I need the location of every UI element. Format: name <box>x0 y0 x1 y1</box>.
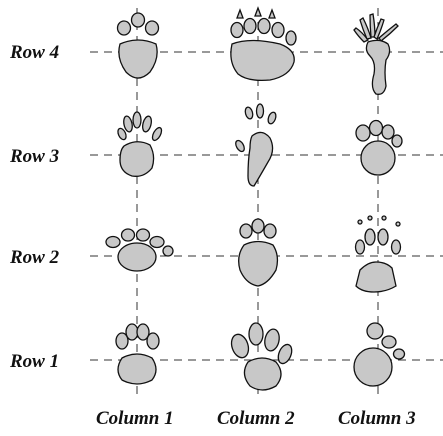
paw-print-row1-col3 <box>353 322 406 387</box>
row-3-label: Row 3 <box>9 146 59 167</box>
paw-print-row3-col3 <box>355 119 403 176</box>
paw-print-row4-col3 <box>353 13 399 95</box>
paw-print-row1-col2 <box>230 322 293 391</box>
paw-print-row2-col2 <box>238 218 279 287</box>
column-2-label: Column 2 <box>217 408 295 429</box>
row-4-label: Row 4 <box>9 42 59 63</box>
row-2-label: Row 2 <box>9 247 60 268</box>
paw-print-row1-col1 <box>115 323 160 385</box>
paw-print-row2-col3 <box>354 215 402 293</box>
paw-print-row3-col1 <box>117 111 163 177</box>
paw-print-row2-col1 <box>105 228 174 272</box>
column-3-label: Column 3 <box>338 408 416 429</box>
row-1-label: Row 1 <box>9 351 59 372</box>
column-1-label: Column 1 <box>96 408 174 429</box>
paw-print-row3-col2 <box>235 103 277 187</box>
paw-print-row4-col2 <box>230 6 297 82</box>
paw-print-row4-col1 <box>116 12 160 79</box>
